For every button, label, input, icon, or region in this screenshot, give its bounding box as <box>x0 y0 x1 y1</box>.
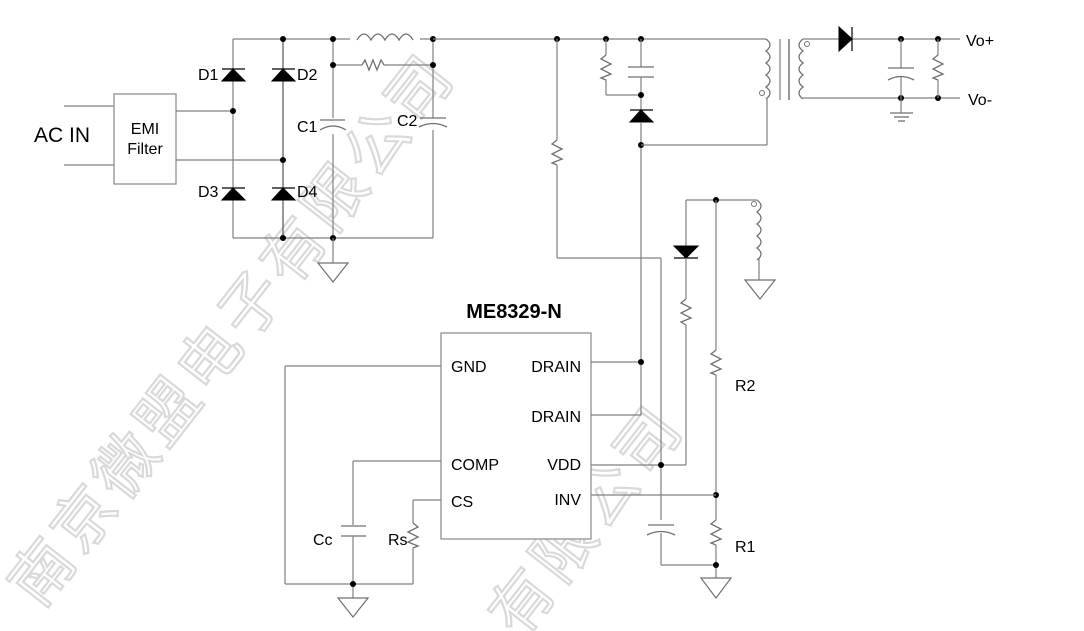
emi-filter: EMI Filter <box>113 93 283 185</box>
ground-icon <box>336 597 370 618</box>
output-resistor <box>931 54 945 81</box>
diode-d2: D2 <box>270 67 318 84</box>
chassis-ground-icon <box>890 112 913 122</box>
inductor <box>350 30 420 42</box>
ac-input: AC IN <box>34 105 114 166</box>
startup-resistor <box>550 139 564 166</box>
ic-me8329n: ME8329-N GND COMP CS DRAIN DRAIN VDD INV <box>440 301 644 540</box>
resistor-damping <box>333 58 433 72</box>
feedback-divider: R2 R1 <box>591 200 756 599</box>
cc-label: Cc <box>313 532 333 549</box>
d2-label: D2 <box>297 67 318 84</box>
snubber-resistor <box>599 54 613 81</box>
ground-icon <box>743 279 777 300</box>
pin-drain-2: DRAIN <box>531 409 581 426</box>
vo-plus-label: Vo+ <box>966 33 994 50</box>
diode-d4: D4 <box>270 184 318 201</box>
rs-label: Rs <box>388 532 408 549</box>
resistor-r1 <box>709 519 723 546</box>
pi-filter: C1 C2 <box>297 30 448 283</box>
rcd-snubber <box>599 39 767 415</box>
resistor-r2 <box>709 349 723 376</box>
transformer <box>759 38 810 145</box>
d1-label: D1 <box>198 67 219 84</box>
ic-title: ME8329-N <box>466 301 562 323</box>
output-diode <box>838 25 853 53</box>
vo-minus-label: Vo- <box>968 92 992 109</box>
ground-icon <box>316 262 350 283</box>
resistor-rs <box>406 522 420 549</box>
pin-gnd: GND <box>451 359 487 376</box>
pin-inv: INV <box>554 492 581 509</box>
emi-filter-label-2: Filter <box>127 141 163 158</box>
vdd-diode <box>672 245 700 259</box>
c1-label: C1 <box>297 119 318 136</box>
c2-label: C2 <box>397 113 418 130</box>
hv-rail <box>433 36 766 520</box>
d4-label: D4 <box>297 184 318 201</box>
aux-winding <box>591 197 777 566</box>
watermark: 南京微盟电子有限公司 有限公司 <box>0 37 700 631</box>
vdd-resistor <box>679 298 693 326</box>
ground-icon <box>699 577 733 599</box>
ac-in-label: AC IN <box>34 124 90 147</box>
pin-vdd: VDD <box>547 457 581 474</box>
pin-comp: COMP <box>451 457 499 474</box>
capacitor-c2: C2 <box>397 113 448 130</box>
d3-label: D3 <box>198 184 219 201</box>
pin-cs: CS <box>451 494 473 511</box>
compensation-network: Cc Rs <box>284 365 441 618</box>
diode-d3: D3 <box>198 184 247 201</box>
capacitor-c1: C1 <box>297 119 347 136</box>
emi-filter-label-1: EMI <box>131 121 159 138</box>
r1-label: R1 <box>735 539 756 556</box>
secondary-output: Vo+ Vo- <box>803 25 994 122</box>
diode-d1: D1 <box>198 67 247 84</box>
pin-drain-1: DRAIN <box>531 359 581 376</box>
r2-label: R2 <box>735 378 756 395</box>
snubber-diode <box>628 109 655 123</box>
